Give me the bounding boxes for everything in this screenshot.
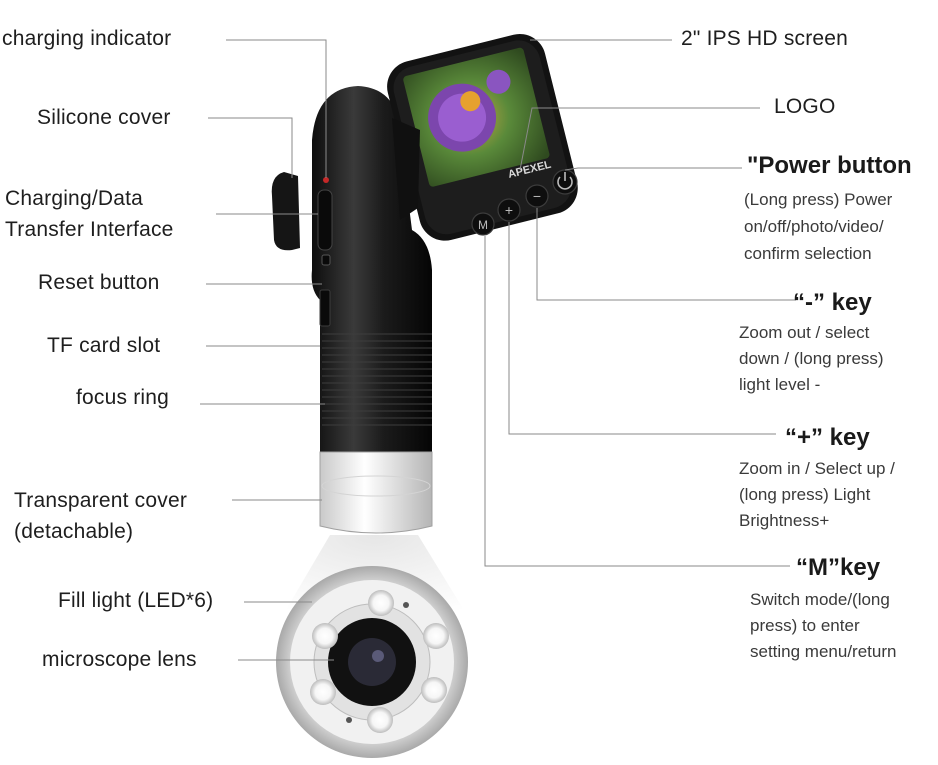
label-reset-button: Reset button [38, 271, 160, 294]
desc-plus-line1: Zoom in / Select up / [739, 459, 895, 478]
label-transparent-cover-line2: (detachable) [14, 520, 134, 543]
label-charging-data-line1: Charging/Data [5, 187, 144, 210]
led-6 [367, 707, 393, 733]
label-charging-data-line2: Transfer Interface [5, 218, 174, 241]
power-icon [557, 176, 573, 190]
plus-button[interactable] [497, 198, 521, 222]
label-screen: 2" IPS HD screen [681, 27, 849, 50]
desc-plus-line3: Brightness+ [739, 511, 830, 530]
minus-button-glyph: − [533, 188, 541, 204]
focus-ring-ribs [322, 333, 432, 426]
led-1 [368, 590, 394, 616]
label-tf-card-slot: TF card slot [47, 334, 161, 357]
led-2 [312, 623, 338, 649]
led-5 [421, 677, 447, 703]
label-transparent-cover-line1: Transparent cover [14, 489, 188, 512]
desc-minus-line2: down / (long press) [739, 349, 884, 368]
lens-glass [348, 638, 396, 686]
minus-button[interactable] [525, 184, 549, 208]
desc-power-line1: (Long press) Power [744, 190, 893, 209]
led-3 [423, 623, 449, 649]
silicone-cover-flap [271, 172, 300, 251]
charging-indicator-light [323, 177, 329, 183]
usb-port [317, 189, 333, 251]
label-silicone-cover: Silicone cover [37, 106, 171, 129]
desc-minus-line1: Zoom out / select [739, 323, 870, 342]
title-minus-key: “-” key [793, 289, 872, 316]
desc-power-line3: confirm selection [744, 244, 872, 263]
desc-power-line2: on/off/photo/video/ [744, 217, 884, 236]
title-m-key: “M”key [796, 554, 881, 581]
title-power-button: "Power button [747, 152, 912, 179]
callout-lines [200, 39, 796, 661]
transparent-cover [319, 451, 433, 534]
led-4 [310, 679, 336, 705]
label-focus-ring: focus ring [76, 386, 170, 409]
desc-m-line2: press) to enter [750, 616, 860, 635]
reset-button-hole [321, 254, 331, 266]
label-charging-indicator: charging indicator [2, 27, 172, 50]
screen-housing [387, 33, 578, 241]
flower-image [428, 69, 511, 152]
label-microscope-lens: microscope lens [42, 648, 197, 671]
label-logo: LOGO [774, 95, 836, 118]
label-fill-light: Fill light (LED*6) [58, 589, 214, 612]
m-button[interactable] [471, 212, 495, 236]
desc-m-line3: setting menu/return [750, 642, 897, 661]
desc-m-line1: Switch mode/(long [750, 590, 890, 609]
device-buttons: M + − [471, 169, 578, 236]
title-plus-key: “+” key [785, 424, 870, 451]
plus-button-glyph: + [505, 202, 513, 218]
m-button-glyph: M [478, 218, 488, 232]
desc-plus-line2: (long press) Light [739, 485, 871, 504]
desc-minus-line3: light level - [739, 375, 821, 394]
lens-closeup [276, 566, 468, 758]
tf-slot [319, 289, 331, 327]
